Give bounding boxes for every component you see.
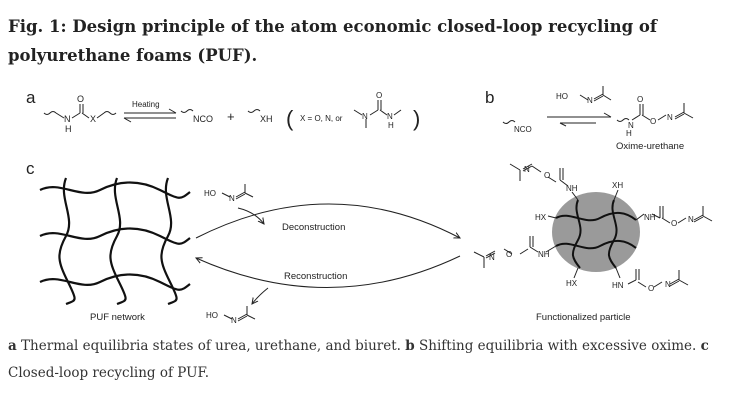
oxime-in-arrow (237, 207, 264, 224)
heating-label: Heating (132, 100, 160, 109)
puf-network (39, 177, 191, 306)
oxime-c-bottom (223, 306, 256, 322)
plus-sign: + (227, 109, 235, 124)
ou-n: N (628, 121, 634, 130)
caption-text-b: Shifting equilibria with excessive oxime… (419, 338, 697, 354)
figure-caption: a Thermal equilibria states of urea, ure… (8, 333, 723, 387)
xh-label-a: XH (260, 114, 273, 124)
deconstruction-arrow (195, 203, 460, 238)
particle-o-bottom: O (648, 284, 654, 293)
ou-h: H (626, 129, 632, 138)
biuret-n2: N (387, 112, 393, 121)
nco-label-a: NCO (193, 114, 213, 124)
particle-xh-top: XH (612, 181, 623, 190)
oxime-n-b: N (587, 96, 593, 105)
particle-hx-left: HX (535, 213, 547, 222)
atom-x: X (90, 114, 96, 124)
oxime-out-arrow (252, 287, 269, 304)
deconstruction-label: Deconstruction (282, 222, 345, 233)
bond-wave-xh (247, 109, 261, 113)
x-definition: X = O, N, or (300, 114, 343, 123)
particle-o-right: O (671, 219, 677, 228)
ho-label-c-bottom: HO (206, 311, 218, 320)
bond-wave-b (502, 120, 516, 124)
particle-core (552, 192, 640, 272)
equilibrium-arrow-a (123, 108, 177, 123)
equilibrium-arrow-b (547, 112, 612, 127)
biuret-structure (353, 100, 402, 128)
oxime-c-top (221, 184, 254, 200)
reconstruction-arrow (196, 255, 461, 288)
functionalized-particle-label: Functionalized particle (536, 312, 631, 323)
particle-hn-bottom: HN (612, 281, 624, 290)
figure-title: Fig. 1: Design principle of the atom eco… (8, 17, 657, 65)
ou-o-top: O (637, 95, 643, 104)
particle-nh-top: NH (566, 184, 578, 193)
panel-label-b: b (485, 88, 494, 107)
caption-label-a: a (8, 338, 17, 354)
oxime-urethane-structure (616, 103, 694, 122)
ou-n2: N (667, 113, 673, 122)
particle-arms (473, 163, 713, 288)
caption-label-b: b (405, 338, 415, 354)
particle-n-right: N (688, 215, 694, 224)
biuret-o: O (376, 91, 382, 100)
particle-nh-right: NH (644, 213, 656, 222)
particle-nh-left: NH (538, 250, 550, 259)
caption-label-c: c (700, 338, 709, 354)
particle-n-left: N (489, 253, 495, 262)
oxime-urethane-label: Oxime-urethane (616, 141, 684, 152)
particle-mesh (555, 199, 637, 269)
particle-o-top: O (544, 171, 550, 180)
particle-n-bottom: N (665, 280, 671, 289)
atom-h: H (65, 124, 72, 134)
panel-label-c: c (26, 159, 35, 178)
atom-n: N (64, 114, 71, 124)
puf-network-label: PUF network (90, 312, 145, 323)
oxime-n-c-bottom: N (231, 316, 237, 325)
oxime-b-structure (579, 86, 612, 102)
particle-o-left: O (506, 250, 512, 259)
urea-urethane-structure (43, 104, 117, 119)
particle-n-top: N (524, 165, 530, 174)
oxime-n-c-top: N (229, 194, 235, 203)
atom-o: O (77, 94, 84, 104)
ho-label-b: HO (556, 92, 568, 101)
bond-wave (180, 109, 194, 113)
reconstruction-label: Reconstruction (284, 271, 347, 282)
figure-graphic: a O N H X Heating NCO + XH ( X = O, N, o… (0, 78, 731, 328)
panel-label-a: a (26, 88, 36, 107)
biuret-n1: N (362, 112, 368, 121)
paren-open: ( (286, 106, 294, 131)
ho-label-c-top: HO (204, 189, 216, 198)
particle-hx-bottom: HX (566, 279, 578, 288)
biuret-h: H (388, 121, 394, 130)
ou-o-mid: O (650, 117, 656, 126)
caption-text-c: Closed-loop recycling of PUF. (8, 365, 210, 381)
caption-text-a: Thermal equilibria states of urea, ureth… (21, 338, 401, 354)
paren-close: ) (413, 106, 420, 131)
nco-label-b: NCO (514, 125, 532, 134)
